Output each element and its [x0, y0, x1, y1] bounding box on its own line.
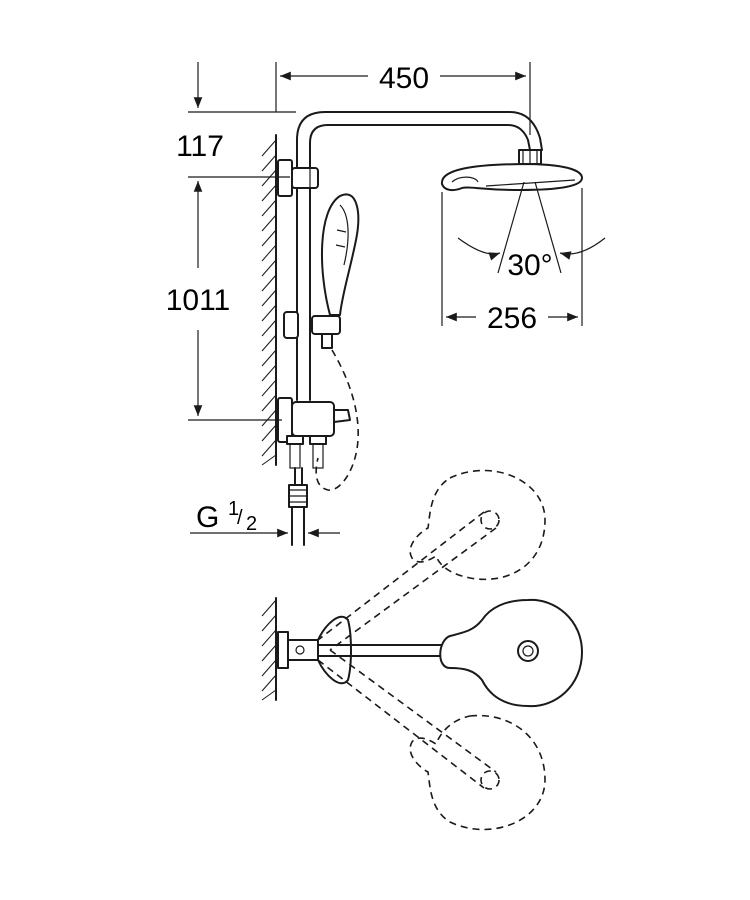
head-diameter-label: 256: [487, 302, 537, 335]
top-view-wall-mount: [277, 631, 319, 669]
shower-head-center: [517, 640, 539, 662]
bar-height-label: 1011: [166, 284, 231, 317]
thread-fraction-slash: /: [237, 507, 243, 529]
top-view-wall: [261, 597, 277, 701]
swivel-position-lower: [317, 649, 546, 831]
riser-pipe: [296, 111, 543, 401]
thread-label-g: G: [196, 501, 219, 534]
swivel-position-upper: [317, 469, 546, 651]
spray-angle-lines: [457, 181, 606, 274]
top-view: [261, 469, 583, 831]
swivel-joint: [317, 615, 352, 685]
dimension-450: [275, 62, 531, 135]
slide-holder: [283, 311, 341, 349]
thread-label-numerator: 1: [228, 498, 239, 520]
lower-mixer-body: [277, 397, 351, 445]
upper-wall-bracket: [277, 159, 319, 197]
side-view: 30° 450 256 117 1011: [166, 62, 606, 546]
dimension-256: [441, 188, 583, 326]
spray-angle-label: 30°: [507, 249, 552, 282]
hose: [315, 349, 359, 491]
thread-label-denominator: 2: [246, 513, 257, 535]
vertical-dimensions: [188, 62, 296, 421]
width-dimension-label: 450: [379, 62, 429, 95]
overhead-shower-head: [440, 149, 583, 192]
supply-connections: [288, 443, 324, 546]
shower-head-top-view: [439, 598, 583, 708]
hand-shower: [320, 193, 360, 316]
wall-hatching: [261, 134, 277, 466]
top-offset-label: 117: [176, 130, 224, 163]
